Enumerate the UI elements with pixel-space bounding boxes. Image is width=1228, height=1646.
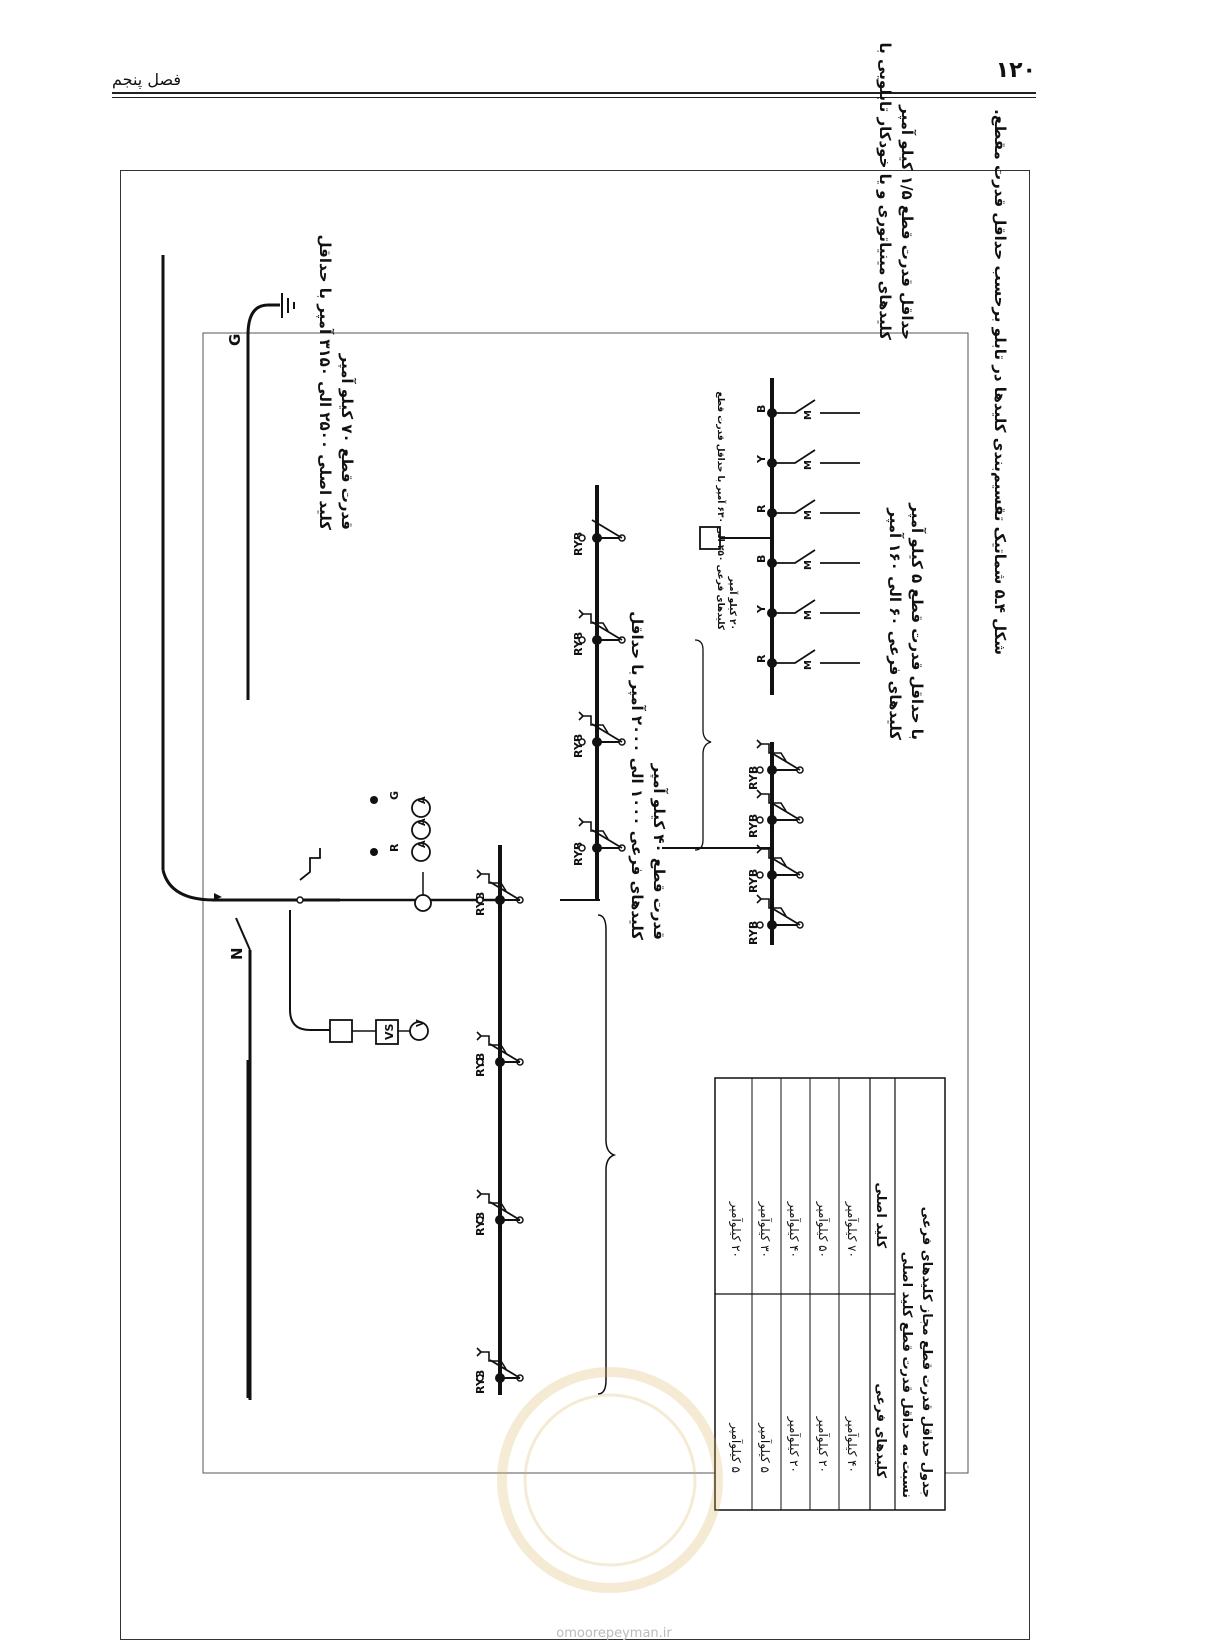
panel-boundary [202, 332, 969, 1474]
label-small-sub-1: کلیدهای فرعی ۲۵۰ الی ۶۳۰ آمپر با حداقل ق… [715, 391, 727, 630]
label-mini-1: کلیدهای مینیاتوری و یا خودکار تابلویی با [876, 43, 894, 341]
svg-text:۵ کیلوآمپر: ۵ کیلوآمپر [728, 1422, 744, 1473]
chapter-title: فصل پنجم [112, 70, 181, 89]
sub-breaker-60-d [756, 894, 804, 929]
svg-text:M: M [803, 660, 814, 670]
svg-text:۳۰ کیلوآمپر: ۳۰ کیلوآمپر [757, 1201, 773, 1258]
svg-text:۴۰ کیلوآمپر: ۴۰ کیلوآمپر [844, 1416, 860, 1473]
svg-text:B: B [755, 555, 768, 563]
header-rule-thin [112, 97, 1036, 98]
svg-text:B: B [755, 405, 768, 413]
label-neutral: N [228, 947, 246, 960]
table-header-sub: کلیدهای فرعی [873, 1383, 888, 1478]
svg-text:A: A [417, 796, 428, 804]
ammeter-group: A A A R G [370, 791, 431, 862]
main-bus-ryb-labels: RYB RYB RYB RYB [474, 892, 487, 1394]
small-sub-breaker-a [578, 817, 626, 852]
svg-text:RYB: RYB [572, 632, 585, 656]
svg-text:Y: Y [755, 604, 768, 614]
svg-text:۴۰ کیلوآمپر: ۴۰ کیلوآمپر [786, 1201, 802, 1258]
sub-breaker-60-b [756, 789, 804, 824]
main-breaker-symbol [296, 896, 304, 904]
header-rule [112, 92, 1036, 94]
vs-selector-box [375, 1019, 399, 1045]
page-header: ۱۲۰ فصل پنجم [112, 58, 1036, 94]
vm-transformer [329, 1019, 353, 1043]
label-ground: G [226, 334, 244, 346]
svg-text:۲۰ کیلوآمپر: ۲۰ کیلوآمپر [728, 1201, 744, 1258]
small-sub-breaker-c [578, 609, 626, 644]
svg-text:V: V [415, 1019, 426, 1027]
secondary-bus-ryb-labels: RYB RYB RYB RYB [572, 532, 585, 866]
watermark-seal [497, 1367, 723, 1593]
label-sub-1000-2: قدرت قطع ۴۰ کیلو آمپر [649, 763, 668, 940]
sub-breaker-60-a [756, 739, 804, 774]
svg-text:۷۰ کیلوآمپر: ۷۰ کیلوآمپر [844, 1201, 860, 1258]
breaking-capacity-table: جدول حداقل قدرت قطع مجاز کلیدهای فرعی نس… [714, 1077, 946, 1511]
brace-1000 [597, 914, 617, 1395]
mini-bus-phase-labels: B Y R B Y R [755, 405, 768, 663]
bus-60-ryb-labels: RYB RYB RYB RYB [747, 766, 760, 945]
svg-text:RYB: RYB [474, 1370, 487, 1394]
figure-frame [120, 170, 1030, 1640]
svg-text:۵ کیلوآمپر: ۵ کیلوآمپر [757, 1422, 773, 1473]
svg-text:G: G [388, 791, 401, 800]
label-sub-60-1: کلیدهای فرعی ۶۰ الی ۱۶۰ آمپر [885, 507, 904, 740]
main-breaker-trip [299, 848, 321, 881]
vs-selector-label: VS [383, 1023, 396, 1040]
neutral-switch-blade [235, 917, 251, 951]
svg-text:Y: Y [755, 454, 768, 464]
svg-text:۲۰ کیلوآمپر: ۲۰ کیلوآمپر [815, 1416, 831, 1473]
label-sub-1000-1: کلیدهای فرعی ۱۰۰۰ الی ۲۰۰۰ آمپر با حداقل [627, 611, 646, 940]
mini-breakers [772, 399, 860, 664]
table-title-1: جدول حداقل قدرت قطع مجاز کلیدهای فرعی [919, 1207, 934, 1498]
small-sub-breaker-b [578, 711, 626, 746]
svg-text:۵۰ کیلوآمپر: ۵۰ کیلوآمپر [815, 1201, 831, 1258]
page-number: ۱۲۰ [995, 58, 1036, 83]
svg-text:RYB: RYB [572, 734, 585, 758]
small-sub-breakers [597, 537, 622, 849]
svg-text:۲۰ کیلوآمپر: ۲۰ کیلوآمپر [786, 1416, 802, 1473]
small-sub-breaker-d [578, 519, 626, 542]
table-title-2: نسبت به حداقل قدرت قطع کلید اصلی [899, 1252, 914, 1498]
label-sub-60-2: با حداقل قدرت قطع ۵ کیلو آمپر [907, 502, 926, 740]
svg-text:A: A [417, 840, 428, 848]
figure-caption: شکل ۴ـ۵ شماتیک تقسیم‌بندی کلیدها در تابل… [991, 109, 1009, 655]
svg-text:M: M [803, 560, 814, 570]
svg-text:M: M [803, 410, 814, 420]
neutral-switch [214, 893, 222, 900]
vm-branch [289, 910, 330, 1031]
label-small-sub-2: ۲۰ کیلو آمپر [727, 576, 739, 630]
svg-text:R: R [388, 843, 401, 852]
watermark-url: omoorepeyman.ir [556, 1626, 672, 1641]
table-header-main: کلید اصلی [873, 1182, 888, 1248]
svg-text:RYB: RYB [474, 892, 487, 916]
label-mini-2: حداقل قدرت قطع ۱/۵ کیلو آمپر [897, 104, 916, 340]
svg-text:M: M [803, 460, 814, 470]
voltmeter [409, 1021, 429, 1041]
svg-text:M: M [803, 510, 814, 520]
ct-symbol [414, 894, 432, 912]
svg-text:R: R [755, 504, 768, 513]
ground-symbol [246, 293, 295, 700]
svg-text:A: A [417, 818, 428, 826]
label-main-switch-1: کلید اصلی ۲۵۰۰ الی ۳۱۵۰ آمپر با حداقل [315, 235, 334, 531]
sub-breaker-60-c [756, 844, 804, 879]
supply-line-curve [161, 869, 340, 902]
brace-small-sub [694, 639, 712, 851]
label-main-switch-2: قدرت قطع ۷۰ کیلو آمپر [337, 353, 356, 530]
svg-text:M: M [803, 610, 814, 620]
mini-feed-breaker-box [699, 526, 721, 550]
svg-text:R: R [755, 654, 768, 663]
svg-text:RYB: RYB [474, 1212, 487, 1236]
motor-labels: M M M M M M [803, 410, 814, 670]
